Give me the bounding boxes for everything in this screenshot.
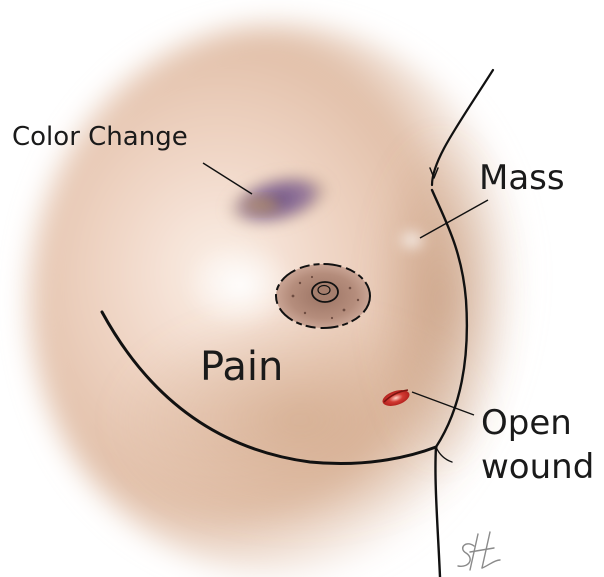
artist-signature	[458, 532, 500, 570]
label-color-change: Color Change	[12, 122, 188, 152]
label-open-wound-line2: wound	[481, 447, 594, 487]
label-pain: Pain	[200, 344, 283, 390]
label-mass: Mass	[479, 158, 565, 198]
nipple	[312, 282, 338, 302]
label-open-wound-line1: Open	[481, 403, 572, 443]
